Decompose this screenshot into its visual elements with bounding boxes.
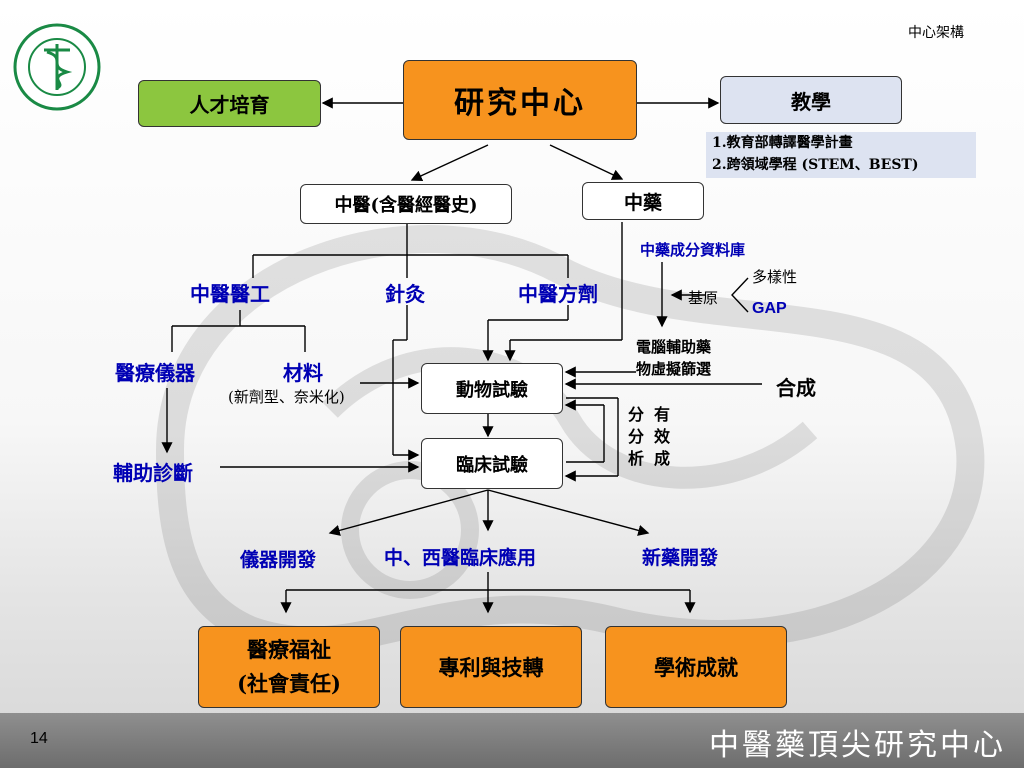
medical-welfare-node: 醫療福祉 (社會責任) <box>198 626 380 708</box>
new-drug-development-label: 新藥開發 <box>642 547 719 569</box>
material-label: 材料 <box>283 361 323 385</box>
virtual-screening-label-1: 電腦輔助藥 <box>636 338 712 356</box>
corner-title: 中心架構 <box>908 25 964 41</box>
analysis-label-col1: 分分析 <box>628 405 645 468</box>
material-note: (新劑型、奈米化) <box>228 388 345 406</box>
formula-label: 中醫方劑 <box>518 282 598 306</box>
herb-node: 中藥 <box>582 182 704 220</box>
academic-achievement-node: 學術成就 <box>605 626 787 708</box>
clinical-trial-node: 臨床試驗 <box>421 438 563 489</box>
virtual-screening-label-2: 物虛擬篩選 <box>636 360 712 378</box>
analysis-label-col2: 有效成 <box>654 405 671 468</box>
medical-welfare-label: 醫療福祉 <box>247 637 331 662</box>
footer-bar <box>0 713 1024 768</box>
social-responsibility-label: (社會責任) <box>237 671 341 696</box>
university-logo <box>13 23 101 111</box>
research-center-node: 研究中心 <box>403 60 637 140</box>
auxiliary-diagnosis-label: 輔助診斷 <box>113 461 193 485</box>
clinical-application-label: 中、西醫臨床應用 <box>384 547 537 569</box>
germplasm-label: 基原 <box>688 289 719 307</box>
acupuncture-label: 針灸 <box>385 282 425 306</box>
gap-label: GAP <box>752 300 787 317</box>
tcm-engineering-label: 中醫醫工 <box>190 282 270 306</box>
herb-database-label: 中藥成分資料庫 <box>640 241 746 259</box>
teaching-node: 教學 <box>720 76 902 124</box>
teaching-items: 1.教育部轉譯醫學計畫 2.跨領域學程 (STEM、BEST) <box>706 132 976 178</box>
footer-title: 中醫藥頂尖研究中心 <box>709 728 1006 763</box>
teaching-item-1: 1.教育部轉譯醫學計畫 <box>712 135 853 151</box>
animal-trial-node: 動物試驗 <box>421 363 563 414</box>
teaching-item-2: 2.跨領域學程 (STEM、BEST) <box>712 157 919 173</box>
tcm-node: 中醫(含醫經醫史) <box>300 184 512 224</box>
patent-transfer-node: 專利與技轉 <box>400 626 582 708</box>
diversity-label: 多樣性 <box>752 268 798 286</box>
medical-device-label: 醫療儀器 <box>115 361 195 385</box>
page-number: 14 <box>30 730 48 747</box>
talent-cultivation-node: 人才培育 <box>138 80 321 127</box>
synthesis-label: 合成 <box>776 376 816 400</box>
instrument-development-label: 儀器開發 <box>240 549 317 571</box>
